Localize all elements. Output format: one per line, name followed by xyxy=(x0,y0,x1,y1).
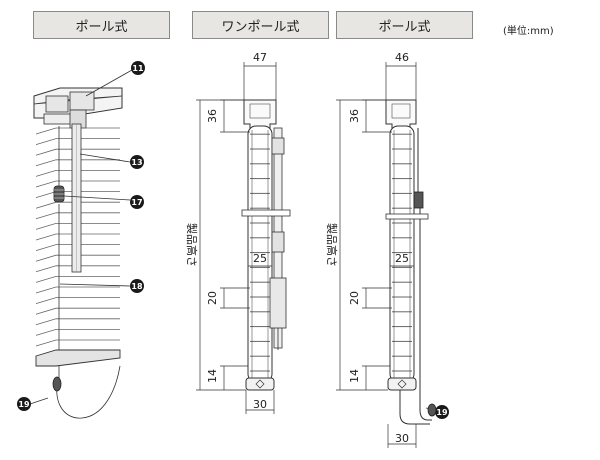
dim-head-height-pole: 36 xyxy=(348,109,361,123)
dims-one-pole xyxy=(196,62,277,414)
callout-18: 18 xyxy=(130,279,144,293)
cord-loop xyxy=(56,365,121,419)
slat xyxy=(35,148,120,156)
slat xyxy=(35,265,120,273)
slat xyxy=(35,223,120,230)
slat xyxy=(35,212,120,220)
dim-width-top-pole: 46 xyxy=(395,51,409,64)
header-pole-right-label: ポール式 xyxy=(378,19,431,35)
slat xyxy=(35,286,120,294)
dim-width-bottom-one-pole: 30 xyxy=(253,398,267,411)
blind-perspective xyxy=(33,87,123,419)
head-rail xyxy=(33,87,123,129)
slat xyxy=(35,329,120,336)
dim-product-height-one-pole: 製品高さ xyxy=(185,223,199,267)
slat xyxy=(35,127,120,135)
slat xyxy=(35,244,120,251)
dim-product-height-pole: 製品高さ xyxy=(325,223,339,267)
section-pole xyxy=(385,99,437,425)
slat xyxy=(35,138,120,145)
svg-text:19: 19 xyxy=(436,408,448,417)
header-one-pole-label: ワンポール式 xyxy=(221,19,300,35)
dim-bottom-height-one-pole: 14 xyxy=(206,369,219,383)
slat xyxy=(35,233,120,241)
header-pole-left: ポール式 xyxy=(33,11,170,39)
slat xyxy=(35,318,120,326)
dim-head-height-one-pole: 36 xyxy=(206,109,219,123)
slat xyxy=(35,170,120,177)
dim-width-top-one-pole: 47 xyxy=(253,51,267,64)
callout-17: 17 xyxy=(130,195,144,209)
svg-text:11: 11 xyxy=(132,64,144,73)
tilt-cord xyxy=(53,126,65,378)
dim-slat-pitch-pole: 20 xyxy=(348,291,361,305)
slat xyxy=(35,297,120,304)
callout-11: 11 xyxy=(131,61,145,75)
callout-13: 13 xyxy=(130,155,144,169)
dim-slat-pitch-one-pole: 20 xyxy=(206,291,219,305)
slat xyxy=(35,180,120,188)
section-one-pole xyxy=(241,99,291,391)
svg-text:18: 18 xyxy=(131,282,143,291)
slat xyxy=(35,254,120,262)
svg-text:13: 13 xyxy=(131,158,142,167)
header-one-pole: ワンポール式 xyxy=(192,11,329,39)
slat xyxy=(35,307,120,315)
unit-label: (単位:mm) xyxy=(503,26,554,37)
header-pole-right: ポール式 xyxy=(336,11,473,39)
dim-inner-pole: 25 xyxy=(395,252,409,265)
header-pole-left-label: ポール式 xyxy=(75,19,128,35)
bottom-rail xyxy=(35,349,121,367)
svg-text:19: 19 xyxy=(18,400,30,409)
slat xyxy=(35,276,120,283)
cord-weight xyxy=(52,376,62,392)
slat xyxy=(35,159,120,167)
pole-wand xyxy=(71,123,82,273)
callout-19-right: 19 xyxy=(435,405,449,419)
dim-inner-one-pole: 25 xyxy=(253,252,267,265)
dims-pole xyxy=(336,62,417,448)
callout-19-left: 19 xyxy=(17,397,31,411)
slat xyxy=(35,339,120,347)
dim-bottom-height-pole: 14 xyxy=(348,369,361,383)
svg-text:17: 17 xyxy=(131,198,142,207)
dim-width-bottom-pole: 30 xyxy=(395,432,409,445)
